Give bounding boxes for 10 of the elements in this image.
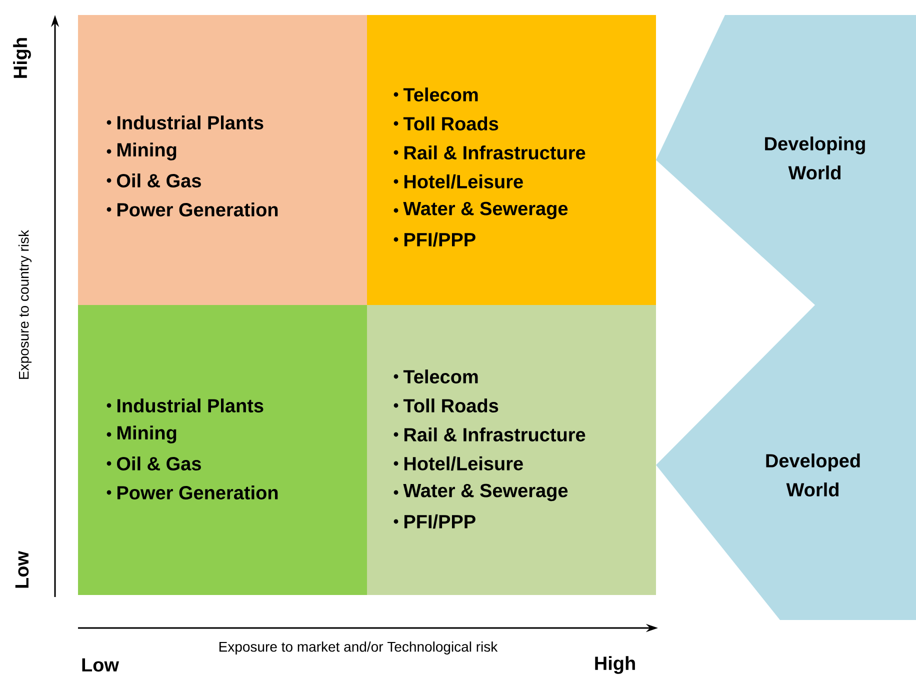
axis-title: Exposure to market and/or Technological risk <box>219 641 498 655</box>
axis-label: High <box>595 656 635 674</box>
axis-label: High <box>13 38 31 78</box>
axis-label: Low <box>82 658 120 672</box>
axis-title: Exposure to country risk <box>18 230 32 379</box>
quadrant-box: Telecom Toll Roads Rail & Infrastructure Hotel/Leisure Water & Sewerage PFI/PPP <box>367 305 656 595</box>
quadrant-box: Industrial Plants Mining Oil & Gas Power Generation <box>78 305 367 595</box>
quadrant-box: Industrial Plants Mining Oil & Gas Power Generation <box>78 15 367 305</box>
quadrant-box: Telecom Toll Roads Rail & Infrastructure Hotel/Leisure Water & Sewerage PFI/PPP <box>367 15 656 305</box>
axis-label: Low <box>15 550 29 588</box>
